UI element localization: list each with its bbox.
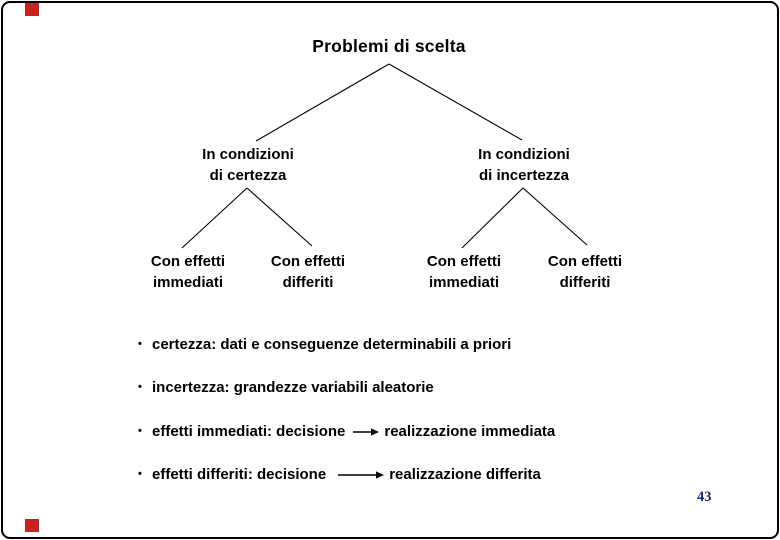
node-label-line: immediati [152,274,224,291]
red-corner-mark-top [25,3,39,16]
node-label-line: Con effetti [426,253,502,270]
bullet-item-incertezza: • incertezza: grandezze variabili aleato… [138,377,434,397]
connector-line [522,187,588,246]
arrow-right-icon [353,427,380,437]
red-corner-mark-bottom [25,519,39,532]
connector-line [181,187,248,249]
arrow-right-icon [338,470,385,480]
node-certezza: In condizioni di certezza [202,144,294,186]
node-label-line: In condizioni [202,146,294,163]
node-label-line: Con effetti [150,253,226,270]
bullet-text: effetti differiti: decisione [152,465,327,483]
node-label-line: Con effetti [270,253,346,270]
bullet-dot: • [138,338,142,350]
bullet-dot: • [138,381,142,393]
node-label-line: Con effetti [547,253,623,270]
slide-title: Problemi di scelta [312,36,466,56]
page-number: 43 [697,489,712,505]
node-label-line: In condizioni [478,146,570,163]
node-incertezza: In condizioni di incertezza [478,144,570,186]
bullet-text: realizzazione immediata [384,422,556,440]
connector-line [255,63,390,142]
bullet-dot: • [138,425,142,437]
bullet-dot: • [138,468,142,480]
node-label-line: differiti [282,274,334,291]
node-certezza-effetti-immediati: Con effetti immediati [151,251,225,293]
connector-line [246,187,313,247]
bullet-text: incertezza: grandezze variabili aleatori… [152,378,434,396]
node-incertezza-effetti-immediati: Con effetti immediati [427,251,501,293]
connector-line [461,187,524,249]
node-incertezza-effetti-differiti: Con effetti differiti [548,251,622,293]
node-certezza-effetti-differiti: Con effetti differiti [271,251,345,293]
bullet-text: realizzazione differita [389,465,541,483]
bullet-text: effetti immediati: decisione [152,422,346,440]
node-label-line: di incertezza [478,167,570,184]
bullet-item-certezza: • certezza: dati e conseguenze determina… [138,334,511,354]
connector-line [388,63,523,141]
node-label-line: differiti [559,274,611,291]
bullet-item-effetti-differiti: • effetti differiti: decisione realizzaz… [138,464,541,484]
node-label-line: di certezza [209,167,287,184]
node-label-line: immediati [428,274,500,291]
bullet-text: certezza: dati e conseguenze determinabi… [152,335,512,353]
bullet-item-effetti-immediati: • effetti immediati: decisione realizzaz… [138,421,555,441]
